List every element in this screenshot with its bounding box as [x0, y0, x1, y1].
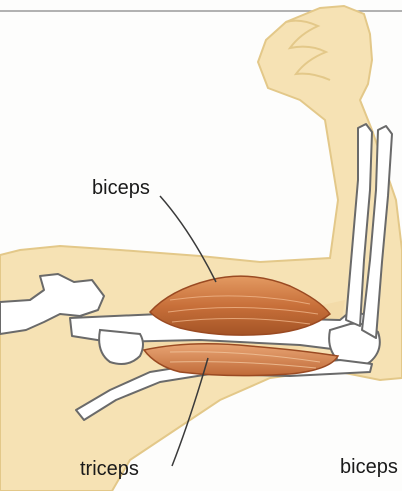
biceps-label: biceps: [92, 177, 150, 200]
biceps-label-secondary: biceps: [340, 456, 398, 479]
arm-silhouette: [0, 6, 402, 491]
triceps-label: triceps: [80, 458, 139, 481]
humerus-head: [99, 330, 143, 364]
